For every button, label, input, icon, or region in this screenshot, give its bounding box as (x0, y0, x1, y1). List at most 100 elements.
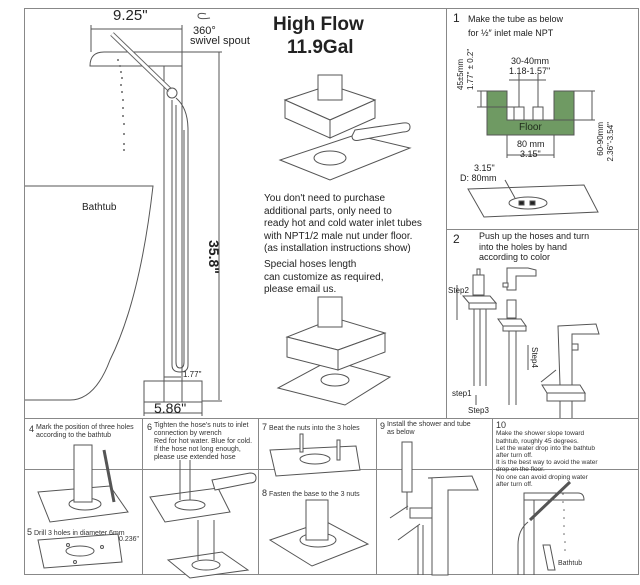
floor-hole (299, 453, 331, 465)
step1-text-prefix: for (468, 28, 479, 38)
step1-dim-spacing-mm: 30-40mm (511, 56, 550, 66)
dimension-gap-label: 1.77" (183, 370, 202, 379)
dimension-width-label: 9.25" (113, 7, 148, 24)
hand-shower-inner (110, 32, 172, 92)
step1-dim-hole-mm: 80 mm (517, 139, 545, 149)
step9-instruction: 9 Install the shower and tube as below (380, 421, 471, 437)
hand-shower (528, 480, 572, 522)
pointer-line (397, 523, 421, 541)
step1-text-line1: Make the tube as below (468, 14, 564, 24)
mounting-flange (320, 373, 350, 387)
step10-text: Make the shower slope toward bathtub, ro… (496, 430, 598, 488)
marker-pen-icon (102, 449, 116, 503)
step10-number: 10 (496, 420, 507, 430)
faucet-stem (317, 74, 343, 101)
handle (571, 343, 579, 351)
step2-text: Push up the hoses and turn into the hole… (479, 231, 590, 262)
step5-instruction: 5 Drill 3 holes in diameter 6mm (27, 527, 125, 538)
step10-instruction: 10 Make the shower slope toward bathtub,… (496, 420, 598, 488)
step8-instruction: 8 Fasten the base to the 3 nuts (262, 488, 360, 499)
step9-text: Install the shower and tube as below (386, 421, 471, 437)
base-side (337, 332, 386, 371)
floor-section (486, 90, 575, 136)
step6-instruction: 6 Tighten the hose's nuts to inlet conne… (147, 422, 252, 462)
step2-label-step2: Step2 (448, 286, 469, 295)
water-drops (117, 59, 125, 151)
info-paragraph-hoses: Special hoses length can customize as re… (264, 259, 384, 295)
tube-end (529, 200, 536, 206)
base-plate-front (502, 325, 527, 332)
stem-tip (476, 268, 481, 276)
swivel-arrow-icon (197, 12, 211, 20)
leader-line (504, 179, 516, 199)
bathtub-label: Bathtub (82, 202, 117, 213)
wrench-icon (211, 472, 257, 491)
swivel-degree-label: 360° (193, 25, 216, 37)
drill-hole (73, 560, 77, 564)
step7-instruction: 7 Beat the nuts into the 3 holes (262, 422, 360, 433)
stem (506, 299, 517, 319)
drill-hole (66, 543, 70, 547)
spout (523, 492, 585, 501)
base-plate-front (468, 302, 497, 310)
faucet-column (305, 499, 329, 541)
pointer-line (389, 505, 409, 519)
shower-hose (517, 521, 529, 575)
floor-hole (65, 545, 95, 557)
info-paragraph-parts: You don't need to purchase additional pa… (264, 193, 422, 254)
nut-bolt (299, 433, 304, 453)
step1-text-fraction: ½″ (481, 28, 492, 38)
step1-diameter-mm: D: 80mm (460, 173, 497, 183)
headline-high-flow: High Flow (273, 14, 364, 35)
base-side (329, 99, 376, 139)
swivel-spout-label: swivel spout (190, 35, 250, 47)
step1-dim-spacing-in: 1.18-1.57" (509, 66, 551, 76)
headline-flow-rate: 11.9Gal (287, 37, 354, 58)
spout-head (506, 267, 537, 291)
step2-label-step1: step1 (452, 389, 472, 398)
bathtub-edge (542, 544, 556, 571)
nut-bolt (336, 439, 341, 461)
hose-loop-outer (171, 97, 189, 373)
handle (502, 282, 509, 288)
step2-label-step3: Step3 (468, 406, 489, 415)
bathtub-outline (25, 185, 154, 401)
step6-number: 6 (147, 422, 153, 432)
wrench-icon (351, 122, 411, 141)
mounting-flange (191, 559, 221, 571)
water-drops (562, 493, 566, 551)
step1-number: 1 (453, 11, 460, 25)
faucet-base (143, 380, 203, 403)
faucet-column (73, 444, 93, 503)
step2-number: 2 (453, 232, 460, 246)
faucet-spout (427, 475, 479, 576)
tube-end (518, 200, 525, 206)
step6-text: Tighten the hose's nuts to inlet connect… (153, 422, 253, 462)
base-plate-front (546, 392, 586, 402)
faucet-stem (317, 296, 343, 328)
dimension-base-label: 5.86" (154, 400, 187, 416)
mounting-hole (313, 150, 347, 166)
step9-number: 9 (380, 421, 386, 431)
step1-text-line2: for ½″ inlet male NPT (468, 28, 554, 38)
step8-text: Fasten the base to the 3 nuts (268, 491, 360, 498)
step4-instruction: 4 Mark the position of three holes accor… (29, 424, 134, 440)
step1-diameter-in: 3.15" (474, 163, 495, 173)
step5-number: 5 (27, 527, 33, 537)
step5-note: 0.236" (119, 536, 140, 543)
step10-bathtub-label: Bathtub (558, 560, 583, 567)
step1-text-suffix: inlet male NPT (494, 28, 554, 38)
floor-hole (508, 196, 548, 210)
shower-holder (166, 87, 178, 99)
step1-floor-label: Floor (519, 122, 542, 133)
spout (89, 51, 183, 67)
step4-text: Mark the position of three holes accordi… (35, 424, 134, 440)
